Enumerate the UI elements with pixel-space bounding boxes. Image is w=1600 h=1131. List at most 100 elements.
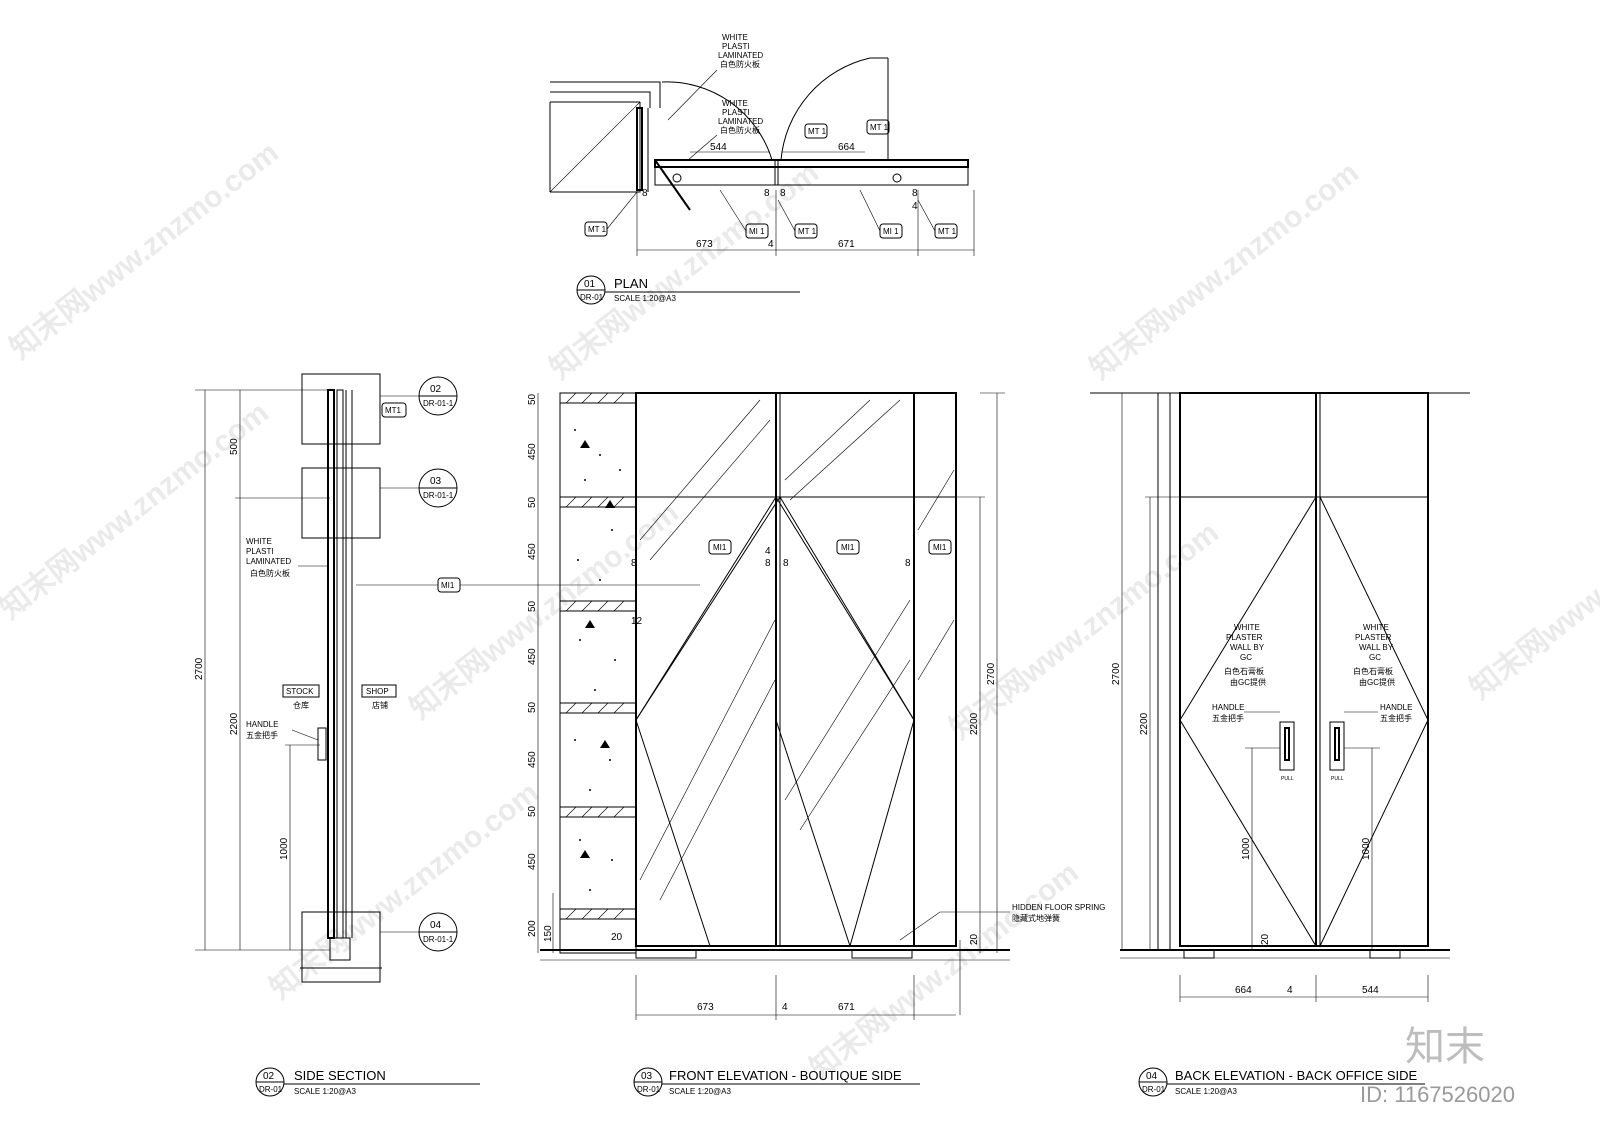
svg-text:03: 03 (641, 1071, 653, 1082)
back-handle-label-right: HANDLE (1380, 703, 1412, 712)
front-dim-left: 150 (543, 925, 554, 942)
watermark-text: 知末网www.znzmo.com (804, 856, 1085, 1086)
watermark-text: 知末网www.znzmo.com (0, 396, 275, 626)
svg-text:仓库: 仓库 (293, 700, 309, 710)
plan-note-laminate-2-d: 白色防火板 (720, 125, 760, 135)
side-callout-02: 02 DR-01-1 (380, 376, 458, 416)
front-floor-spring-label-cn: 隐藏式地弹簧 (1012, 913, 1060, 923)
front-tag-mi1: MI1 (928, 539, 952, 555)
svg-text:DR-01: DR-01 (637, 1085, 661, 1094)
front-tag-mi1: MI1 (708, 539, 732, 555)
back-dim-bottom: 4 (1287, 985, 1293, 996)
side-handle-label-cn: 五金把手 (246, 730, 278, 740)
plan-note-laminate-2: WHITE (722, 99, 748, 108)
svg-text:DR-01-1: DR-01-1 (423, 935, 454, 944)
back-dim-left: 2200 (1139, 712, 1150, 735)
svg-text:店铺: 店铺 (372, 700, 388, 710)
front-dim-misc: 8 (783, 558, 789, 569)
front-dim-left: 50 (527, 496, 538, 508)
plan-title: PLAN (614, 276, 648, 291)
watermark-text: 知末网www.znzmo.com (1464, 476, 1600, 706)
back-dim-handle: 1000 (1361, 837, 1372, 860)
side-note-laminate: WHITE (246, 537, 272, 546)
plan-dim: 4 (768, 239, 774, 250)
front-dim-right: 2200 (969, 712, 980, 735)
svg-text:由GC提供: 由GC提供 (1230, 677, 1266, 687)
front-dim-misc: 12 (631, 616, 643, 627)
svg-text:02: 02 (430, 384, 442, 395)
side-label-shop: SHOP 店铺 (361, 684, 397, 710)
watermark-text: 知末网www.znzmo.com (944, 516, 1225, 746)
plan-scale: SCALE 1:20@A3 (614, 294, 676, 303)
plan-tag-mt1: MT 1 (866, 119, 890, 135)
front-elevation-view: 50 450 50 450 50 450 50 450 50 450 200 1… (527, 392, 1105, 1097)
svg-text:SIDE SECTION: SIDE SECTION (294, 1068, 386, 1083)
svg-text:DR-01: DR-01 (259, 1085, 283, 1094)
side-tag-mi1: MI1 (437, 577, 461, 593)
svg-text:白色石膏板: 白色石膏板 (1353, 666, 1393, 676)
svg-text:PLASTER: PLASTER (1355, 633, 1392, 642)
front-dim-misc: 8 (631, 558, 637, 569)
back-handle-label-left-cn: 五金把手 (1212, 713, 1244, 723)
front-concrete-texture (574, 429, 621, 891)
svg-text:WALL BY: WALL BY (1230, 643, 1265, 652)
back-title-block: 04 DR-01 BACK ELEVATION - BACK OFFICE SI… (1138, 1067, 1425, 1097)
front-dim-bottom: 673 (697, 1002, 714, 1013)
front-dim-left: 450 (527, 648, 538, 665)
front-dim-left: 200 (527, 920, 538, 937)
plan-dim: 4 (912, 201, 918, 212)
side-note-laminate-b: PLASTI (246, 547, 274, 556)
back-dim-handle: 1000 (1241, 837, 1252, 860)
svg-text:MI1: MI1 (441, 581, 455, 590)
back-dim-bottom: 544 (1362, 985, 1379, 996)
plan-note-laminate-2-c: LAMINATED (718, 117, 763, 126)
front-dim-misc: 20 (611, 932, 623, 943)
front-floor-spring-label: HIDDEN FLOOR SPRING (1012, 903, 1105, 912)
svg-text:PULL: PULL (1331, 776, 1344, 782)
plan-dim: 544 (710, 142, 727, 153)
svg-text:02: 02 (263, 1071, 275, 1082)
plan-dim: 664 (838, 142, 855, 153)
svg-text:MI 1: MI 1 (883, 227, 899, 236)
plan-title-num: 01 (584, 279, 596, 290)
back-elevation-view: PULL PULL WHITE PLASTER WALL BY GC 白色石膏板… (1090, 392, 1470, 1097)
front-dim-misc: 4 (765, 546, 771, 557)
svg-text:WALL BY: WALL BY (1359, 643, 1394, 652)
svg-text:SHOP: SHOP (366, 687, 389, 696)
side-callout-03: 03 DR-01-1 (380, 468, 458, 508)
svg-text:FRONT ELEVATION - BOUTIQUE SID: FRONT ELEVATION - BOUTIQUE SIDE (669, 1068, 902, 1083)
svg-text:WHITE: WHITE (1234, 623, 1260, 632)
plan-tag-mt1: MT 1 (584, 221, 608, 237)
svg-text:WHITE: WHITE (1363, 623, 1389, 632)
svg-text:MI1: MI1 (713, 543, 727, 552)
svg-text:PLASTER: PLASTER (1226, 633, 1263, 642)
plan-note-laminate-1: WHITE (722, 33, 748, 42)
front-dim-left: 450 (527, 443, 538, 460)
brand-logo: 知末 (1405, 1025, 1485, 1069)
front-title-block: 03 DR-01 FRONT ELEVATION - BOUTIQUE SIDE… (633, 1067, 920, 1097)
front-dim-bottom: 4 (782, 1002, 788, 1013)
svg-text:MT1: MT1 (385, 406, 402, 415)
front-dim-left: 50 (527, 600, 538, 612)
svg-text:STOCK: STOCK (286, 687, 314, 696)
front-wall-bands (559, 392, 637, 920)
side-section-view: 2700 500 2200 1000 02 DR-01-1 03 DR-01-1… (194, 373, 700, 1097)
svg-text:MI 1: MI 1 (749, 227, 765, 236)
back-wall-note-right: WHITE PLASTER WALL BY GC 白色石膏板 由GC提供 (1353, 623, 1395, 687)
front-tag-mi1: MI1 (836, 539, 860, 555)
front-dim-left: 50 (527, 393, 538, 405)
side-dim-2700: 2700 (194, 657, 205, 680)
plan-dim: 671 (838, 239, 855, 250)
svg-text:DR-01-1: DR-01-1 (423, 399, 454, 408)
side-label-stock: STOCK 仓库 (282, 684, 320, 710)
plan-dim: 8 (912, 188, 918, 199)
side-title-block: 02 DR-01 SIDE SECTION SCALE 1:20@A3 (255, 1067, 480, 1097)
svg-text:DR-01: DR-01 (1142, 1085, 1166, 1094)
svg-text:MI1: MI1 (841, 543, 855, 552)
side-handle-label: HANDLE (246, 720, 278, 729)
plan-note-laminate-1-d: 白色防火板 (720, 59, 760, 69)
plan-dim: 8 (642, 188, 648, 199)
svg-text:04: 04 (430, 920, 442, 931)
svg-text:SCALE 1:20@A3: SCALE 1:20@A3 (1175, 1087, 1237, 1096)
front-dim-misc: 8 (765, 558, 771, 569)
